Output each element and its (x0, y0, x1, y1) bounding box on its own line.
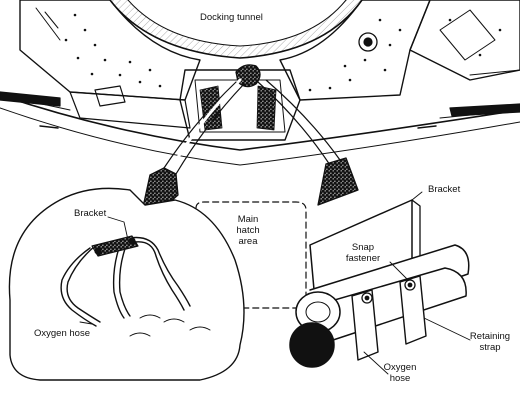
label-docking-tunnel: Docking tunnel (200, 12, 263, 23)
oxygen-right-line-1: Oxygen (383, 362, 417, 373)
main-hatch-line-2: hatch (236, 225, 260, 236)
panel-fixture (358, 32, 378, 52)
lower-bulkhead (0, 94, 520, 151)
label-snap-fastener: Snap fastener (340, 242, 386, 264)
right-detail-assembly (289, 191, 471, 375)
label-bracket-right: Bracket (428, 184, 461, 195)
retaining-line-2: strap (479, 342, 501, 353)
hose-end-lower (289, 322, 335, 368)
retaining-line-1: Retaining (469, 331, 511, 342)
rivets (64, 13, 502, 92)
label-oxygen-hose-right: Oxygen hose (380, 362, 420, 384)
left-oxygen-hose-lines (60, 236, 191, 327)
left-detail-bubble (8, 187, 245, 381)
snap-line-2: fastener (345, 253, 381, 264)
right-wall-panel (279, 0, 431, 101)
left-rail (0, 91, 61, 107)
cabin-structure (0, 0, 520, 166)
label-main-hatch-area: Main hatch area (226, 214, 270, 247)
callout-arrow-right (257, 79, 359, 206)
right-oxygen-hose-lower (299, 267, 467, 346)
main-hatch-line-3: area (238, 236, 258, 247)
hatch-opening (179, 69, 301, 141)
label-retaining-strap: Retaining strap (466, 331, 514, 353)
label-bracket-left: Bracket (74, 208, 107, 219)
right-rail (449, 103, 520, 117)
label-oxygen-hose-left: Oxygen hose (34, 328, 90, 339)
retaining-strap-left (351, 289, 379, 361)
retaining-strap-right (399, 275, 427, 345)
oxygen-right-line-2: hose (389, 373, 411, 384)
snap-line-1: Snap (351, 242, 375, 253)
main-hatch-line-1: Main (237, 214, 259, 225)
